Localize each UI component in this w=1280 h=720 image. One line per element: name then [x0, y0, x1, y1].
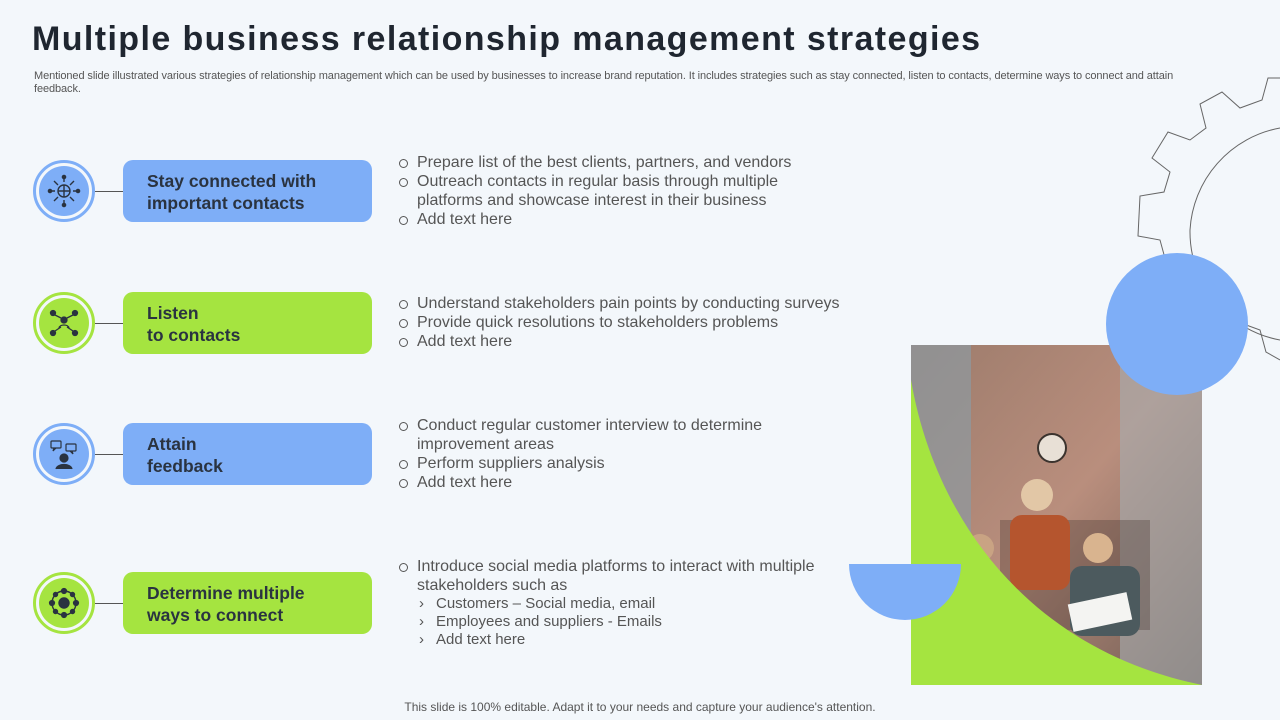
strategy-label: Stay connected with important contacts — [123, 160, 372, 222]
strategy-label-line2: important contacts — [147, 193, 305, 213]
sub-bullet-group: Customers – Social media, email Employee… — [398, 595, 828, 649]
bullet-item: Add text here — [398, 210, 798, 229]
bullet-item: Provide quick resolutions to stakeholder… — [398, 313, 858, 332]
strategy-label-line1: Listen — [147, 303, 199, 323]
strategy-icon-ring — [33, 160, 95, 222]
connector-line — [95, 454, 123, 455]
strategy-label: Listen to contacts — [123, 292, 372, 354]
footer-note: This slide is 100% editable. Adapt it to… — [404, 700, 876, 714]
green-curve-shape — [911, 380, 1202, 685]
strategy-icon-ring — [33, 292, 95, 354]
page-title: Multiple business relationship managemen… — [32, 20, 982, 58]
bullet-item: Add text here — [398, 332, 858, 351]
strategy-label-line1: Attain — [147, 434, 197, 454]
strategy-label-line2: feedback — [147, 456, 223, 476]
network-globe-icon — [39, 166, 89, 216]
bullet-item: Conduct regular customer interview to de… — [398, 416, 778, 454]
strategy-bullets: Prepare list of the best clients, partne… — [398, 153, 798, 229]
strategy-label-line1: Determine multiple — [147, 583, 305, 603]
strategy-label-line2: ways to connect — [147, 605, 284, 625]
strategy-label: Determine multiple ways to connect — [123, 572, 372, 634]
sub-bullets: Customers – Social media, email Employee… — [417, 595, 828, 649]
sub-bullet-item: Customers – Social media, email — [417, 595, 828, 613]
bullet-item: Add text here — [398, 473, 778, 492]
people-network-icon — [39, 298, 89, 348]
connection-hub-icon — [39, 578, 89, 628]
blue-half-circle-shape — [849, 564, 961, 620]
strategy-label-line1: Stay connected with — [147, 171, 317, 191]
connector-line — [95, 603, 123, 604]
sub-bullet-item: Add text here — [417, 631, 828, 649]
bullet-item: Outreach contacts in regular basis throu… — [398, 172, 798, 210]
bullet-item: Prepare list of the best clients, partne… — [398, 153, 798, 172]
strategy-bullets: Understand stakeholders pain points by c… — [398, 294, 858, 351]
blue-circle-shape — [1106, 253, 1248, 395]
strategy-icon-ring — [33, 423, 95, 485]
bullet-item: Perform suppliers analysis — [398, 454, 778, 473]
connector-line — [95, 323, 123, 324]
sub-bullet-item: Employees and suppliers - Emails — [417, 613, 828, 631]
page-subtitle: Mentioned slide illustrated various stra… — [34, 70, 1174, 95]
strategy-icon-ring — [33, 572, 95, 634]
connector-line — [95, 191, 123, 192]
bullet-item: Understand stakeholders pain points by c… — [398, 294, 858, 313]
strategy-label: Attain feedback — [123, 423, 372, 485]
strategy-label-line2: to contacts — [147, 325, 241, 345]
bullet-item: Introduce social media platforms to inte… — [398, 557, 828, 595]
user-chat-icon — [39, 429, 89, 479]
strategy-bullets: Introduce social media platforms to inte… — [398, 557, 828, 649]
strategy-bullets: Conduct regular customer interview to de… — [398, 416, 778, 492]
